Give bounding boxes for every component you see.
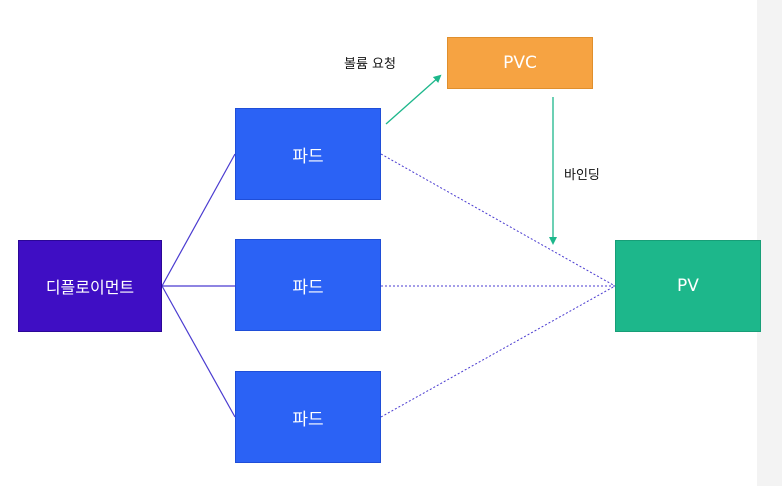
- pv-label: PV: [677, 276, 699, 296]
- volume-request-arrow: [385, 74, 442, 125]
- pod-1-to-pv-dashed-line: [380, 153, 616, 287]
- pod-3-to-pv-dashed-line: [380, 285, 616, 418]
- pod-box-1: 파드: [235, 108, 381, 200]
- volume-request-label: 볼륨 요청: [344, 57, 396, 72]
- pod-label: 파드: [292, 409, 324, 430]
- pod-box-3: 파드: [235, 371, 381, 463]
- pvc-label: PVC: [503, 53, 537, 73]
- pod-box-2: 파드: [235, 239, 381, 331]
- deployment-to-pod-3-line: [161, 285, 236, 418]
- right-edge-panel: [757, 0, 782, 486]
- pod-label: 파드: [292, 146, 324, 167]
- deployment-box: 디플로이먼트: [18, 240, 162, 332]
- pv-box: PV: [615, 240, 761, 332]
- binding-label: 바인딩: [564, 168, 600, 183]
- deployment-to-pod-1-line: [161, 153, 236, 287]
- pvc-box: PVC: [447, 37, 593, 89]
- deployment-label: 디플로이먼트: [45, 278, 135, 297]
- pod-label: 파드: [292, 277, 324, 298]
